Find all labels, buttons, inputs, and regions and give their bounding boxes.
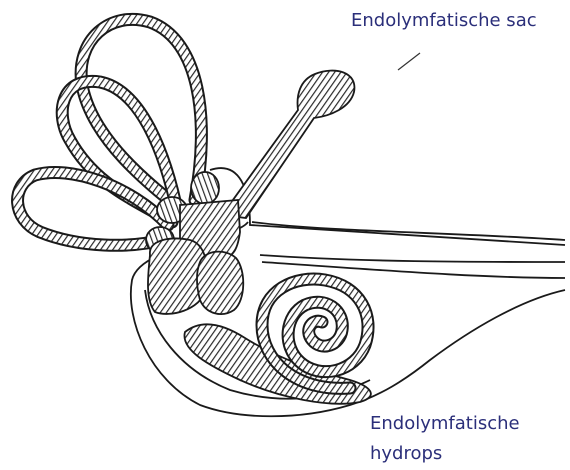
cochlea-spiral xyxy=(262,279,368,388)
sac-pointer-line xyxy=(398,53,420,70)
endolymphatic-sac-shape xyxy=(222,71,354,218)
endolymphatic-sac-label: Endolymfatische sac xyxy=(351,6,537,36)
hydrops-label-line2: hydrops xyxy=(370,439,520,469)
hydrops-label-line1: Endolymfatische xyxy=(370,409,520,439)
endolymphatic-hydrops-label: Endolymfatische hydrops xyxy=(370,409,520,469)
